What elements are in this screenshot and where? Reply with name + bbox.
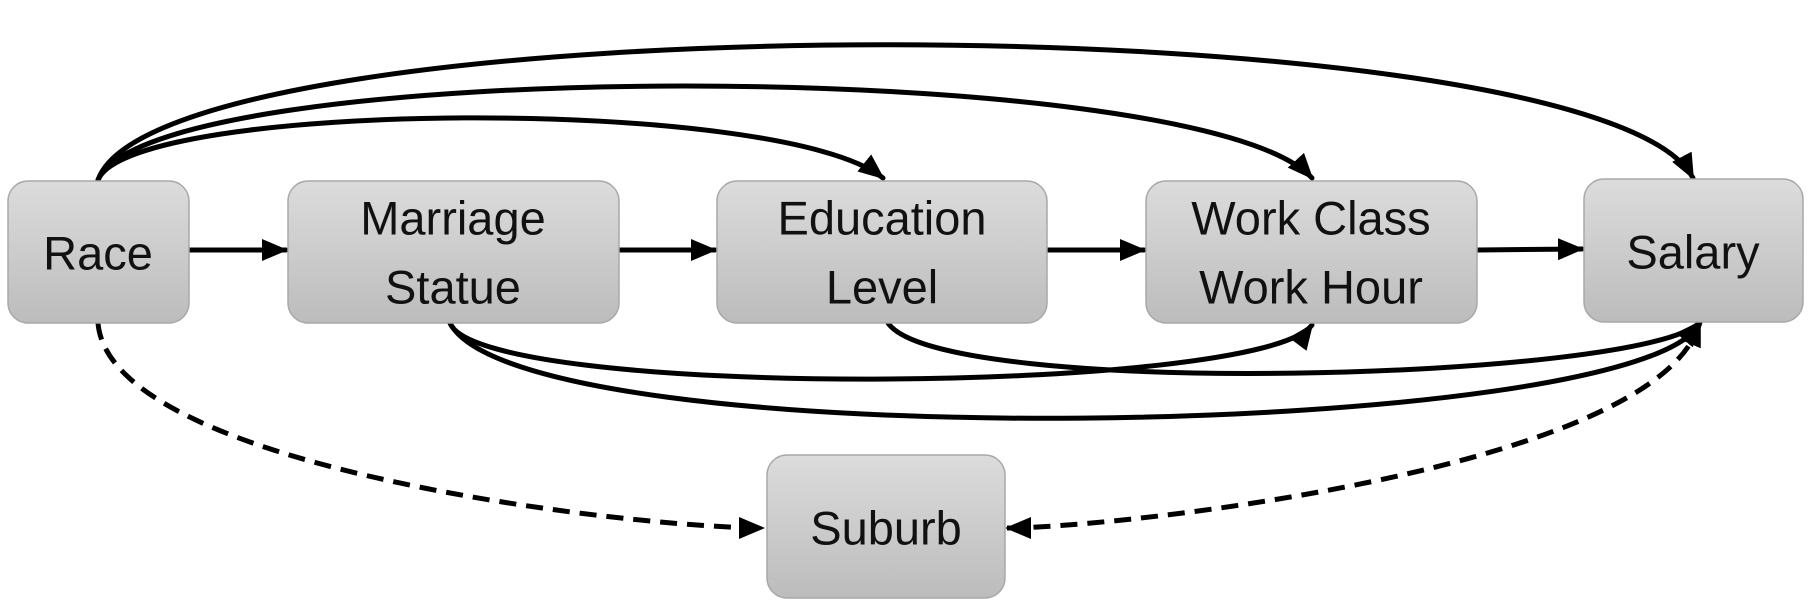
edge-work-to-salary	[1475, 238, 1585, 261]
node-race: Race	[7, 180, 190, 324]
edge-marriage-to-salary	[447, 319, 1703, 421]
node-work-class-hour: Work Class Work Hour	[1145, 180, 1478, 324]
node-education-label-line1: Education	[777, 192, 986, 245]
node-suburb-label: Suburb	[810, 502, 962, 555]
node-salary: Salary	[1583, 178, 1804, 323]
node-marriage-label-line1: Marriage	[360, 192, 545, 245]
edge-salary-to-suburb	[1005, 321, 1703, 539]
edge-race-to-work	[95, 83, 1315, 183]
node-work-label-line2: Work Hour	[1199, 261, 1423, 314]
edge-education-to-salary	[885, 319, 1703, 376]
node-marriage-statue: Marriage Statue	[287, 180, 620, 324]
edge-marriage-to-work	[447, 320, 1315, 382]
node-race-label: Race	[43, 227, 153, 280]
edge-race-to-education	[95, 115, 886, 183]
node-salary-label: Salary	[1626, 226, 1760, 279]
node-education-level: Education Level	[716, 180, 1048, 324]
node-marriage-label-line2: Statue	[385, 261, 521, 314]
node-suburb: Suburb	[766, 454, 1006, 599]
edges-layer	[95, 42, 1703, 539]
edge-race-to-suburb	[95, 322, 765, 539]
node-education-label-line2: Level	[826, 261, 938, 314]
node-work-label-line1: Work Class	[1191, 192, 1430, 245]
edge-race-to-salary	[95, 42, 1696, 183]
